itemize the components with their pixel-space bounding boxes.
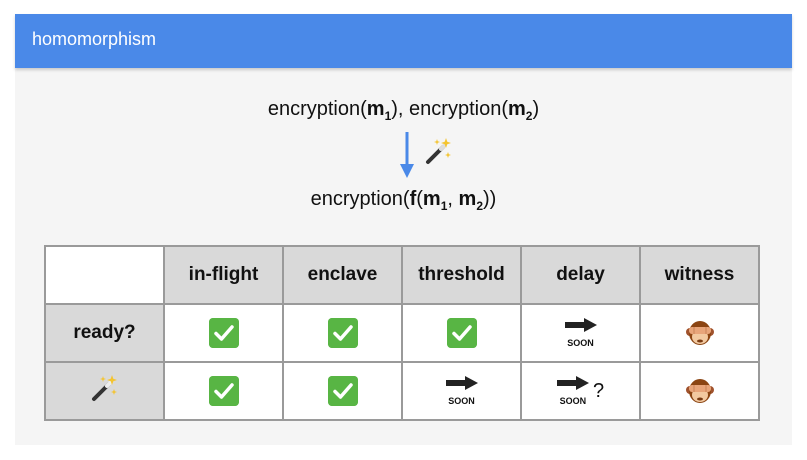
see-no-evil-monkey-icon — [685, 379, 714, 403]
right-arrow-icon — [564, 318, 597, 332]
see-no-evil-monkey-icon — [685, 321, 714, 345]
cell-ready-in-flight — [163, 303, 284, 363]
column-header-enclave: enclave — [282, 245, 403, 305]
soon-arrow-icon: SOON — [445, 376, 478, 406]
cell-wand-witness — [639, 361, 760, 421]
cell-wand-enclave — [282, 361, 403, 421]
cell-ready-threshold — [401, 303, 522, 363]
table-header-row: in-flight enclave threshold delay witnes… — [44, 245, 760, 305]
cell-ready-delay: SOON — [520, 303, 641, 363]
check-mark-icon — [327, 318, 358, 348]
soon-arrow-icon: SOON — [564, 318, 597, 348]
row-header-ready: ready? — [44, 303, 165, 363]
down-arrow-icon — [400, 132, 414, 178]
table-corner-cell — [44, 245, 165, 305]
table-row: SOON SOON ? — [44, 361, 760, 421]
slide: homomorphism encryption(m1), encryption(… — [15, 14, 792, 445]
cell-ready-enclave — [282, 303, 403, 363]
check-mark-icon — [327, 376, 358, 406]
column-header-in-flight: in-flight — [163, 245, 284, 305]
cell-ready-witness — [639, 303, 760, 363]
soon-label: SOON — [448, 396, 475, 406]
soon-label: SOON — [567, 338, 594, 348]
formula-top: encryption(m1), encryption(m2) — [267, 98, 540, 123]
cell-wand-threshold: SOON — [401, 361, 522, 421]
column-header-threshold: threshold — [401, 245, 522, 305]
cell-wand-in-flight — [163, 361, 284, 421]
check-mark-icon — [208, 376, 239, 406]
soon-arrow-icon: SOON — [556, 376, 589, 406]
right-arrow-icon — [445, 376, 478, 390]
soon-label: SOON — [559, 396, 587, 406]
magic-wand-icon — [91, 375, 117, 401]
transform-arrow — [398, 132, 468, 180]
check-mark-icon — [446, 318, 477, 348]
title-bar: homomorphism — [15, 14, 792, 68]
column-header-witness: witness — [639, 245, 760, 305]
cell-wand-delay: SOON ? — [520, 361, 641, 421]
right-arrow-icon — [556, 376, 589, 390]
check-mark-icon — [208, 318, 239, 348]
question-mark: ? — [592, 379, 605, 402]
column-header-delay: delay — [520, 245, 641, 305]
formula-bottom: encryption(f(m1, m2)) — [310, 188, 497, 213]
comparison-table: in-flight enclave threshold delay witnes… — [44, 245, 760, 421]
magic-wand-icon — [426, 138, 451, 164]
row-header-magic-wand — [44, 361, 165, 421]
slide-title: homomorphism — [32, 29, 157, 49]
table-row: ready? SOON — [44, 303, 760, 363]
